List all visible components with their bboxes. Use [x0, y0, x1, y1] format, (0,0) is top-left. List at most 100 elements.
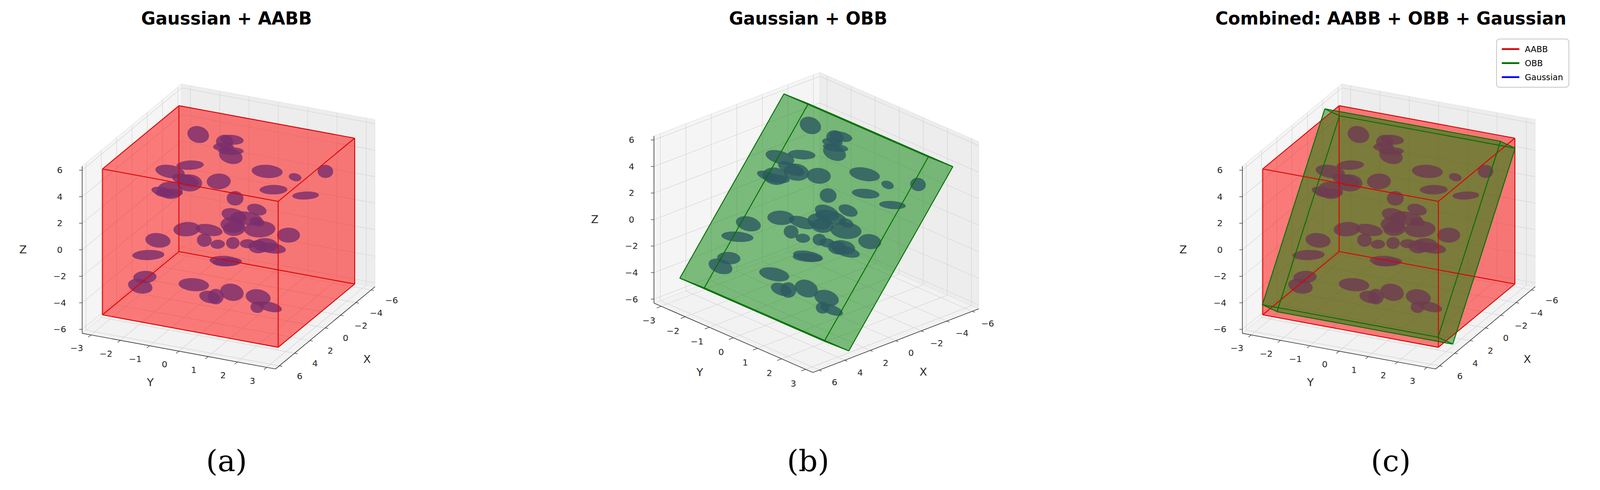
tick-mark: [870, 350, 873, 352]
tick-mark: [1439, 366, 1443, 367]
gaussian-ellipse: [880, 179, 895, 191]
obb-edge: [1500, 141, 1516, 149]
gaussian-ellipse: [277, 227, 301, 243]
gaussian-ellipse: [226, 237, 240, 249]
tick-label: −1: [690, 336, 704, 347]
obb-edge: [808, 103, 953, 167]
tick-mark: [146, 345, 150, 349]
subplot-title: Combined: AABB + OBB + Gaussian: [1215, 8, 1567, 29]
tick-label: 6: [628, 135, 635, 145]
obb-edge: [783, 93, 929, 157]
gaussian-ellipse: [173, 221, 201, 238]
tick-mark: [650, 139, 655, 141]
tick-label: 0: [1503, 333, 1509, 343]
tick-label: 1: [1351, 365, 1358, 375]
aabb-edge: [1514, 138, 1516, 285]
tick-mark: [1248, 334, 1252, 338]
gaussian-ellipse: [806, 167, 832, 185]
aabb-fill: [1262, 105, 1515, 348]
tick-label: 3: [249, 376, 256, 386]
gaussian-ellipse: [851, 187, 880, 200]
tick-mark: [704, 327, 710, 330]
aabb-edge: [102, 168, 104, 315]
aabb-edge: [102, 168, 279, 202]
aabb-edge: [102, 251, 180, 315]
gaussian-ellipse: [252, 237, 279, 253]
tick-mark: [1485, 327, 1489, 329]
tick-mark: [650, 272, 655, 273]
gaussian-ellipse: [218, 281, 246, 304]
tick-label: 6: [1217, 165, 1224, 175]
tick-label: −2: [625, 241, 638, 251]
aabb-edge: [102, 314, 279, 348]
tick-label: −2: [1213, 271, 1227, 281]
tick-label: −2: [53, 271, 67, 281]
tick-label: 2: [1380, 370, 1387, 381]
legend-line-sample: [1501, 74, 1520, 80]
tick-label: −2: [666, 326, 680, 336]
gaussian-ellipse: [1338, 277, 1370, 293]
gaussian-ellipse: [291, 191, 320, 201]
tick-mark: [753, 348, 758, 351]
aabb-edge: [1262, 168, 1439, 202]
gaussian-ellipse: [820, 141, 849, 164]
panel-letter: (a): [206, 444, 248, 478]
tick-label: 2: [220, 370, 227, 381]
tick-label: 0: [718, 347, 725, 357]
axis-label: Z: [1179, 243, 1188, 256]
tick-label: 4: [312, 358, 318, 369]
legend-line-sample: [1501, 60, 1520, 66]
tick-label: −4: [369, 308, 383, 318]
tick-mark: [279, 366, 283, 367]
tick-label: −6: [384, 295, 398, 306]
gaussian-ellipse: [1336, 160, 1365, 171]
tick-mark: [325, 327, 329, 329]
gaussian-ellipse: [210, 239, 226, 249]
grid-line: [819, 76, 979, 146]
gaussian-ellipse: [857, 232, 882, 251]
axis-label: X: [919, 366, 928, 379]
tick-mark: [728, 337, 734, 340]
tick-mark: [355, 302, 360, 303]
axis-label: Z: [590, 213, 599, 226]
tick-label: 0: [161, 359, 168, 370]
gaussian-ellipse: [1386, 237, 1400, 249]
aabb-edge: [178, 105, 355, 139]
tick-label: −3: [1230, 343, 1244, 353]
tick-label: 2: [628, 188, 635, 198]
obb-edge: [1438, 337, 1454, 345]
tick-mark: [650, 298, 655, 300]
legend-row: OBB: [1501, 56, 1564, 71]
tick-mark: [78, 196, 82, 197]
tick-label: 2: [1487, 345, 1494, 356]
obb-edge: [1276, 311, 1453, 345]
obb-edge: [824, 341, 849, 352]
tick-mark: [309, 340, 313, 342]
tick-mark: [896, 340, 899, 342]
gaussian-ellipse: [829, 238, 857, 257]
tick-label: −4: [1213, 298, 1227, 308]
subplot-title: Gaussian + AABB: [141, 8, 312, 29]
tick-mark: [1531, 290, 1535, 291]
obb-edge: [1276, 115, 1340, 312]
subplot: [78, 84, 375, 370]
tick-mark: [117, 340, 121, 343]
gaussian-ellipse: [1410, 301, 1425, 314]
obb-edge: [679, 278, 825, 342]
gaussian-ellipse: [1379, 205, 1408, 226]
gaussian-ellipse: [177, 277, 210, 293]
gaussian-ellipse: [251, 163, 284, 180]
gaussian-ellipse: [1419, 184, 1448, 195]
tick-mark: [1500, 315, 1504, 316]
tick-mark: [844, 360, 847, 362]
gaussian-ellipse: [185, 123, 211, 146]
tick-label: 0: [1217, 245, 1224, 255]
aabb-edge: [1262, 105, 1340, 169]
aabb-edge: [1338, 105, 1340, 252]
gaussian-ellipse: [1411, 163, 1444, 180]
tick-mark: [650, 166, 655, 167]
gaussian-ellipse: [259, 184, 288, 195]
gaussian-ellipse: [1413, 237, 1439, 253]
tick-label: −3: [642, 315, 656, 326]
